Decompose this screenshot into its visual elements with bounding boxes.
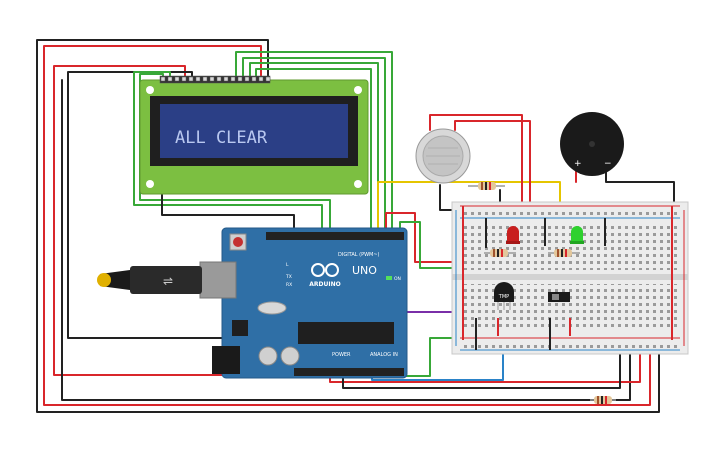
on-led [386, 276, 392, 280]
arduino-uno[interactable]: ⇌ ARDUINO UNO DIGITAL (PWM~) POWER ANALO… [97, 227, 408, 379]
usb-icon: ⇌ [163, 274, 173, 288]
wire-green-lcd6 [133, 71, 323, 233]
on-label: ON [394, 276, 401, 282]
red-led [506, 226, 520, 244]
wire-green-lcd1 [235, 51, 393, 233]
wire-group [36, 39, 675, 413]
buzzer-center [589, 141, 595, 147]
wire-black-sensor [439, 184, 453, 211]
temperature-sensor: TMP [494, 282, 514, 310]
buzzer-plus-label: + [574, 159, 582, 169]
analog-label: ANALOG IN [370, 352, 398, 358]
lcd-module[interactable]: ALL CLEAR [139, 75, 369, 195]
capacitor-2 [280, 346, 300, 366]
hole-pattern-top [462, 226, 678, 270]
lcd-header-pins [159, 75, 271, 84]
wire-black-contrast [161, 194, 295, 233]
capacitor-1 [258, 346, 278, 366]
voltage-regulator [232, 320, 248, 336]
buzzer[interactable]: + − [560, 112, 624, 176]
green-led [570, 226, 584, 244]
wire-green-lcd3 [249, 62, 379, 233]
power-jack [212, 346, 240, 374]
l-label: L [286, 262, 289, 268]
wire-yellow-sensor [377, 181, 561, 233]
power-label: POWER [332, 352, 351, 358]
resistor-top [468, 182, 505, 190]
lcd-hole-br [354, 180, 362, 188]
arduino-brand-label: ARDUINO [309, 281, 340, 288]
power-header [294, 368, 404, 376]
usb-connector [199, 261, 237, 299]
tx-label: TX [285, 274, 292, 280]
wire-red-inner [53, 65, 361, 376]
lcd-hole-tl [146, 86, 154, 94]
lcd-screen [160, 104, 348, 158]
wire-green-lcd4 [255, 68, 372, 233]
atmega-chip [298, 322, 394, 344]
breadboard-wires [462, 206, 673, 350]
lcd-hole-tr [354, 86, 362, 94]
wire-black-lower [61, 79, 631, 401]
wire-black-outer [36, 39, 660, 413]
digital-label: DIGITAL (PWM~) [338, 252, 380, 258]
wire-black-inner [67, 71, 233, 339]
gas-sensor[interactable] [415, 128, 471, 184]
slide-switch[interactable] [548, 292, 570, 302]
rx-label: RX [286, 282, 292, 288]
temp-sensor-label: TMP [498, 294, 509, 300]
digital-header [266, 232, 404, 240]
usb-cable-end [97, 273, 111, 287]
breadboard-channel [452, 274, 688, 280]
lcd-hole-bl [146, 180, 154, 188]
hole-pattern-rail-top [462, 209, 678, 216]
wire-black-power [342, 344, 621, 389]
resistor-bb-2 [548, 249, 580, 257]
reset-button-cap [233, 237, 243, 247]
arduino-logo-icon [311, 263, 339, 277]
crystal [257, 301, 287, 315]
resistor-bb-1 [484, 249, 516, 257]
resistor-bottom [590, 396, 616, 404]
wire-red-sensor1 [429, 114, 523, 206]
lcd-display-text: ALL CLEAR [175, 128, 268, 148]
usb-cable-body [130, 266, 202, 294]
gas-sensor-mesh-lines [426, 147, 460, 165]
wire-black-buzzer [605, 164, 675, 206]
arduino-model-label: UNO [352, 264, 377, 277]
wire-red-sensor2 [454, 120, 531, 206]
wire-green-lcd2 [242, 57, 386, 233]
buzzer-minus-label: − [604, 159, 612, 169]
hole-pattern-rail-bottom [462, 341, 678, 348]
